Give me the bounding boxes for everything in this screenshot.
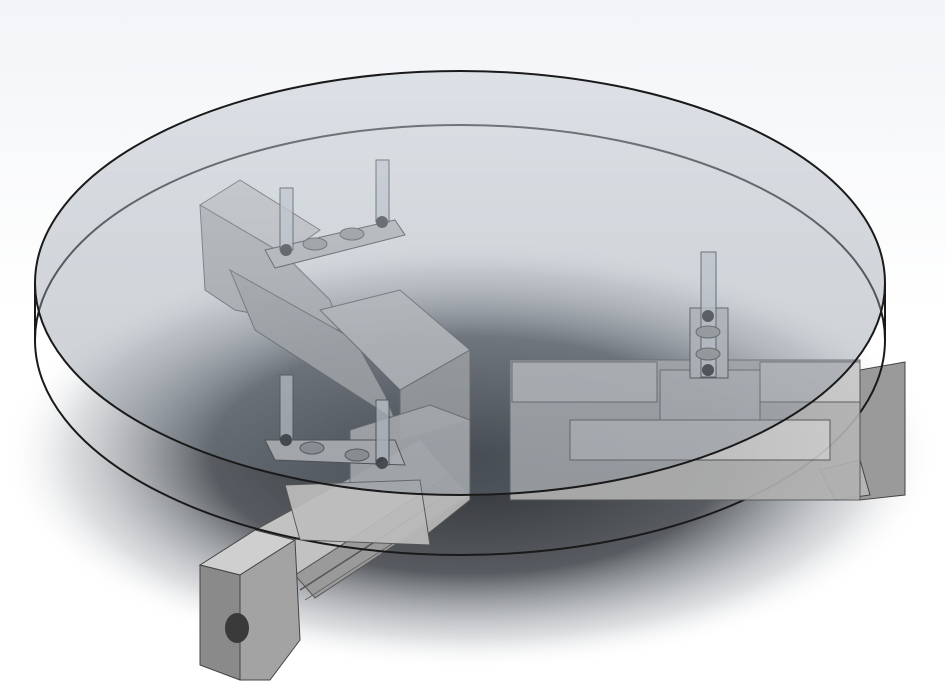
- right-block-side: [859, 361, 906, 501]
- motor-bore-icon: [225, 613, 249, 643]
- glass-disc-top: [34, 70, 886, 496]
- motor-block-side: [239, 539, 301, 681]
